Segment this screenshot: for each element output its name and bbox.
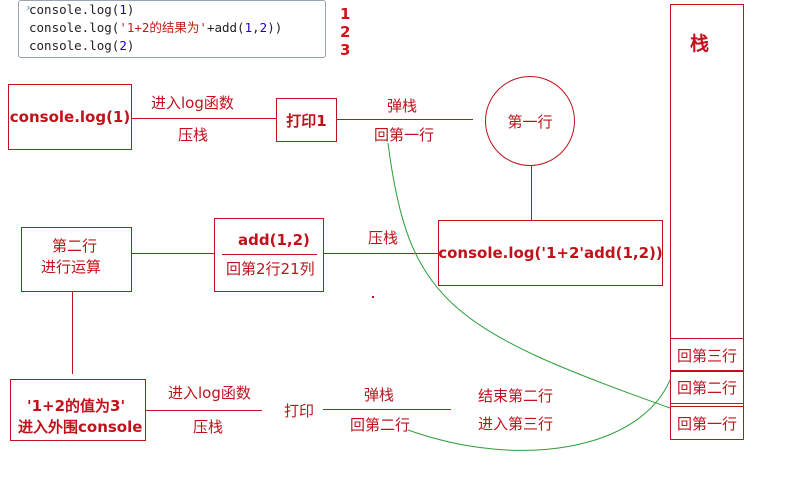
- box-console-log-1: console.log(1): [8, 84, 132, 150]
- calc-line1: 第二行: [52, 237, 98, 255]
- edge-label-push-2: 压栈: [368, 229, 399, 247]
- stack-title: 栈: [690, 33, 710, 55]
- edge-circle-to-console2: [531, 166, 532, 220]
- edge-print-to-end: [323, 409, 451, 410]
- add-divider: [222, 254, 317, 255]
- edge-calc-to-row3: [72, 292, 73, 374]
- output-2: 2: [340, 23, 351, 41]
- calc-line2: 进行运算: [41, 258, 102, 276]
- edge-label-push: 压栈: [178, 126, 209, 144]
- console-line-3: console.log(2): [29, 38, 135, 53]
- edge-print-to-row1: [337, 119, 473, 120]
- box-line2-calc: [21, 227, 132, 292]
- console-prompt-icon: ›: [25, 1, 32, 14]
- box-value-3: [10, 379, 146, 441]
- edge-calc-to-add: [132, 253, 214, 254]
- enter-line3-label: 进入第三行: [478, 415, 554, 433]
- edge-value-to-print: [146, 410, 262, 411]
- end-line2-label: 结束第二行: [478, 387, 554, 405]
- console-line-1: console.log(1): [29, 2, 135, 17]
- edge-label-pop-3: 弹栈: [364, 386, 395, 404]
- console-snippet: › console.log(1) console.log('1+2的结果为'+a…: [18, 0, 326, 58]
- box-console-log-2: console.log('1+2'add(1,2)): [438, 220, 663, 286]
- circle-line1: 第一行: [485, 76, 575, 166]
- edge-console-to-print: [132, 118, 276, 119]
- add-label-bottom: 回第2行21列: [226, 260, 315, 278]
- output-3: 3: [340, 41, 351, 59]
- value-line1: '1+2的值为3': [27, 397, 126, 415]
- edge-label-return-line2: 回第二行: [350, 416, 411, 434]
- stack-slot-second: 回第二行: [670, 370, 744, 404]
- edge-label-push-3: 压栈: [193, 418, 224, 436]
- connector-return-line1: [387, 142, 671, 409]
- stack-slot-third: 回第三行: [670, 338, 744, 372]
- edge-add-to-console2: [324, 253, 438, 254]
- print-label-3: 打印: [284, 402, 315, 420]
- add-label-top: add(1,2): [238, 231, 310, 249]
- stack-slot-first: 回第一行: [670, 406, 744, 440]
- connector-return-line2: [407, 379, 671, 451]
- console-line-2: console.log('1+2的结果为'+add(1,2)): [29, 20, 283, 35]
- value-line2: 进入外围console: [18, 418, 143, 436]
- edge-label-enter-log-3: 进入log函数: [168, 384, 251, 402]
- edge-label-enter-log: 进入log函数: [151, 94, 234, 112]
- edge-label-return-line1: 回第一行: [374, 126, 435, 144]
- box-add: [214, 218, 324, 292]
- edge-label-pop: 弹栈: [387, 97, 418, 115]
- output-1: 1: [340, 5, 351, 23]
- stray-dot: [372, 296, 374, 298]
- box-print-1: 打印1: [276, 98, 337, 142]
